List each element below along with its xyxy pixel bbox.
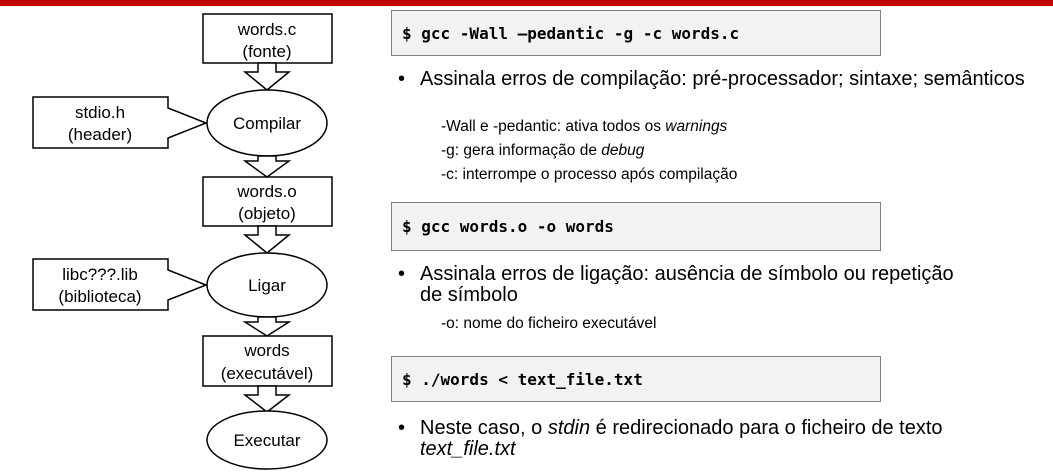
run-command: $ ./words < text_file.txt bbox=[391, 356, 881, 402]
compile-step-label: Compilar bbox=[233, 114, 301, 133]
bullet-marker: • bbox=[398, 263, 406, 285]
flag-g-em: debug bbox=[601, 142, 645, 159]
run-step-ellipse bbox=[206, 410, 328, 470]
library-file-box bbox=[32, 258, 209, 311]
flag-o: -o: nome do ficheiro executável bbox=[441, 315, 657, 332]
flag-wall-pedantic-em: warnings bbox=[665, 118, 728, 135]
run-note-filename: text_file.txt bbox=[420, 438, 516, 460]
run-note: • Neste caso, o stdin é redirecionado pa… bbox=[398, 418, 1038, 460]
arrow-object-to-link bbox=[242, 225, 292, 254]
arrow-source-to-compile bbox=[242, 62, 292, 91]
flag-wall-pedantic: -Wall e -pedantic: ativa todos os warnin… bbox=[441, 117, 727, 137]
executable-file-name: words bbox=[243, 341, 289, 360]
header-file-name: stdio.h bbox=[75, 103, 125, 122]
link-note-text: Assinala erros de ligação: ausência de s… bbox=[420, 263, 954, 306]
source-file-name: words.c bbox=[237, 20, 297, 39]
arrow-link-to-executable bbox=[242, 316, 292, 337]
library-file-name: libc???.lib bbox=[62, 265, 138, 284]
flag-g: -g: gera informação de debug bbox=[441, 141, 644, 161]
flag-wall-pedantic-text: -Wall e -pedantic: ativa todos os bbox=[441, 118, 666, 135]
bullet-marker: • bbox=[398, 68, 406, 90]
source-file-role: (fonte) bbox=[242, 42, 291, 61]
link-note: • Assinala erros de ligação: ausência de… bbox=[398, 264, 1038, 306]
compile-command: $ gcc -Wall –pedantic -g -c words.c bbox=[391, 10, 881, 56]
compilation-flowchart: words.c (fonte) stdio.h (header) Compila… bbox=[32, 13, 333, 470]
run-note-text: Neste caso, o stdin é redirecionado para… bbox=[420, 418, 1020, 460]
flag-c: -c: interrompe o processo após compilaçã… bbox=[441, 166, 738, 183]
title-accent-bar bbox=[0, 0, 1053, 6]
run-note-pre: Neste caso, o bbox=[420, 417, 548, 439]
executable-file-role: (executável) bbox=[221, 364, 314, 383]
link-step-label: Ligar bbox=[248, 276, 286, 295]
run-step-label: Executar bbox=[233, 431, 300, 450]
compile-note: • Assinala erros de compilação: pré-proc… bbox=[398, 69, 1038, 90]
run-note-mid: é redirecionado para o ficheiro de texto bbox=[590, 417, 943, 439]
header-file-role: (header) bbox=[68, 125, 132, 144]
run-note-stdin: stdin bbox=[547, 417, 591, 439]
arrow-executable-to-run bbox=[242, 385, 292, 413]
bullet-marker: • bbox=[398, 417, 406, 439]
compile-note-text: Assinala erros de compilação: pré-proces… bbox=[420, 68, 1025, 90]
library-file-role: (biblioteca) bbox=[58, 287, 141, 306]
arrow-compile-to-object bbox=[242, 155, 292, 178]
object-file-name: words.o bbox=[236, 182, 297, 201]
link-command: $ gcc words.o -o words bbox=[391, 202, 881, 251]
object-file-box bbox=[202, 176, 333, 227]
object-file-role: (objeto) bbox=[238, 204, 296, 223]
header-file-box bbox=[32, 96, 209, 149]
flag-g-text: -g: gera informação de bbox=[441, 142, 602, 159]
